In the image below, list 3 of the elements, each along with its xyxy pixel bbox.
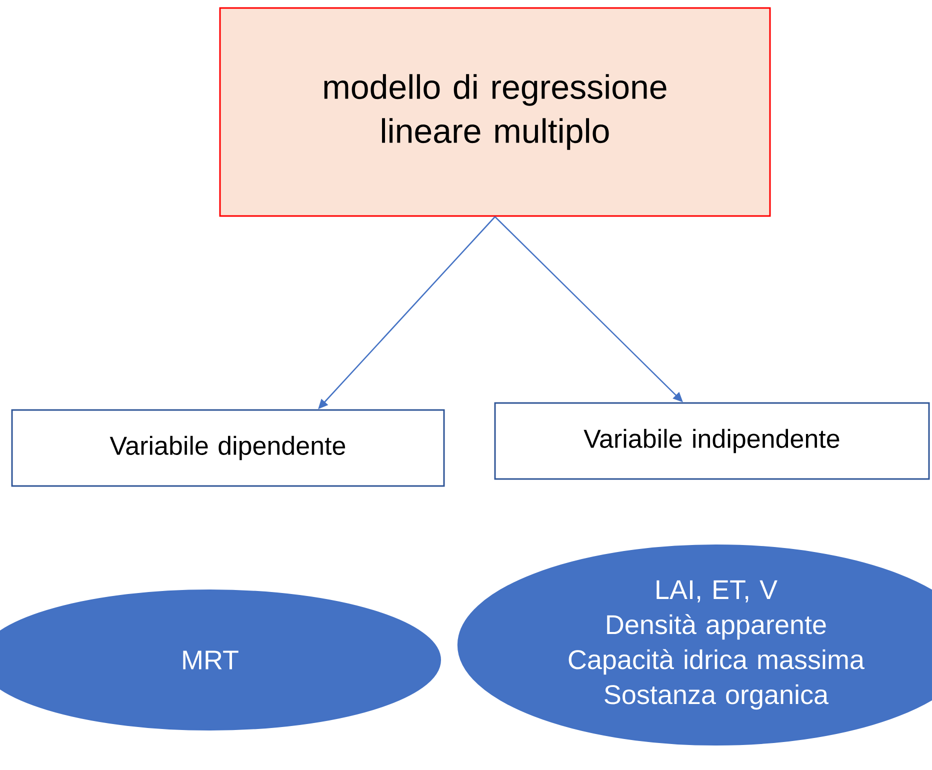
title-box: modello di regressione lineare multiplo bbox=[219, 7, 771, 217]
variable-box: Variabile dipendente bbox=[11, 409, 445, 487]
variable-box: Variabile indipendente bbox=[494, 402, 930, 480]
